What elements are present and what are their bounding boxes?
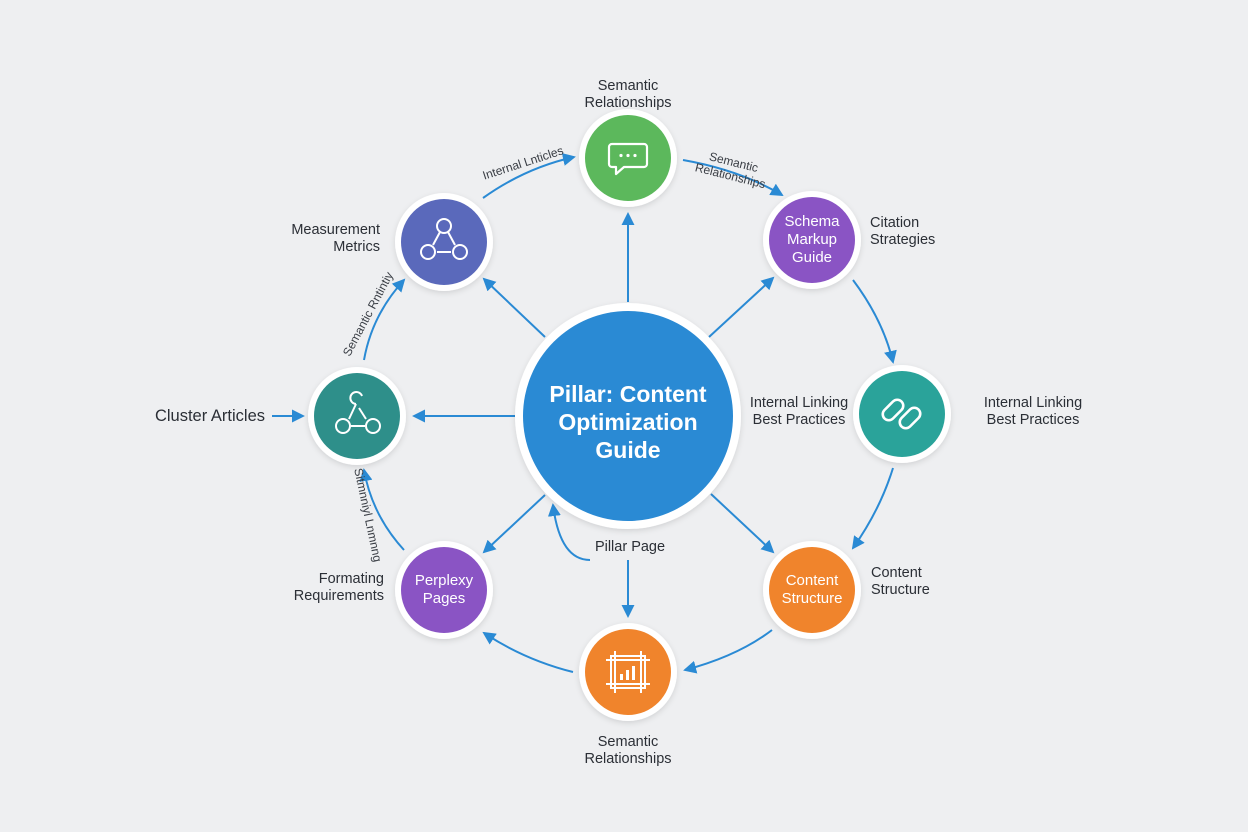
ring-arrow-ll-to-left bbox=[359, 468, 405, 551]
label-top: Semantic Relationships bbox=[584, 78, 672, 111]
node-upper-left bbox=[395, 193, 493, 291]
annotation-hub-right: Internal Linking Best Practices bbox=[749, 395, 849, 428]
label-lower-left: Formating Requirements bbox=[293, 571, 384, 604]
ring-arrow-left-to-ul bbox=[363, 278, 406, 361]
spoke-arrow-upper-left bbox=[482, 277, 546, 338]
node-left bbox=[308, 367, 406, 465]
ring-arrow-ul-to-top bbox=[482, 153, 576, 199]
spoke-arrow-upper-right bbox=[708, 276, 775, 338]
label-upper-right: Citation Strategies bbox=[870, 215, 936, 248]
node-lower-right-text: Content Structure bbox=[781, 572, 843, 607]
node-top bbox=[579, 109, 677, 207]
hub-return-arrow bbox=[547, 503, 591, 561]
chat-bubble-icon bbox=[607, 142, 649, 176]
node-lower-left-text: Perplexy Pages bbox=[414, 572, 474, 607]
label-upper-left: Measurement Metrics bbox=[291, 222, 380, 255]
node-right bbox=[853, 365, 951, 463]
node-upper-right-text: Schema Markup Guide bbox=[784, 213, 840, 266]
node-upper-right bbox=[763, 191, 861, 289]
spoke-arrow-lower-left bbox=[482, 494, 546, 554]
ring-arrow-lr-to-bottom bbox=[683, 629, 773, 674]
node-lower-right bbox=[763, 541, 861, 639]
ring-arrow-top-to-ur bbox=[682, 159, 784, 196]
hub-circle bbox=[523, 311, 733, 521]
label-left: Cluster Articles bbox=[154, 407, 265, 425]
network-nodes-icon bbox=[420, 218, 468, 260]
label-right: Internal Linking Best Practices bbox=[983, 395, 1083, 428]
label-bottom: Semantic Relationships bbox=[584, 734, 672, 767]
ring-arrow-bottom-to-ll bbox=[482, 631, 574, 673]
ring-arrow-ur-to-right bbox=[852, 279, 897, 364]
annotation-hub-bottom: Pillar Page bbox=[594, 539, 666, 555]
spoke-arrow-lower-right bbox=[710, 493, 775, 554]
chart-frame-icon bbox=[606, 651, 650, 693]
ring-arrow-right-to-lr bbox=[851, 467, 894, 550]
label-lower-right: Content Structure bbox=[871, 565, 930, 598]
node-lower-left bbox=[395, 541, 493, 639]
hub-title: Pillar: Content Optimization Guide bbox=[549, 381, 707, 463]
network-nodes-icon bbox=[335, 391, 381, 434]
chain-link-icon bbox=[881, 398, 922, 430]
